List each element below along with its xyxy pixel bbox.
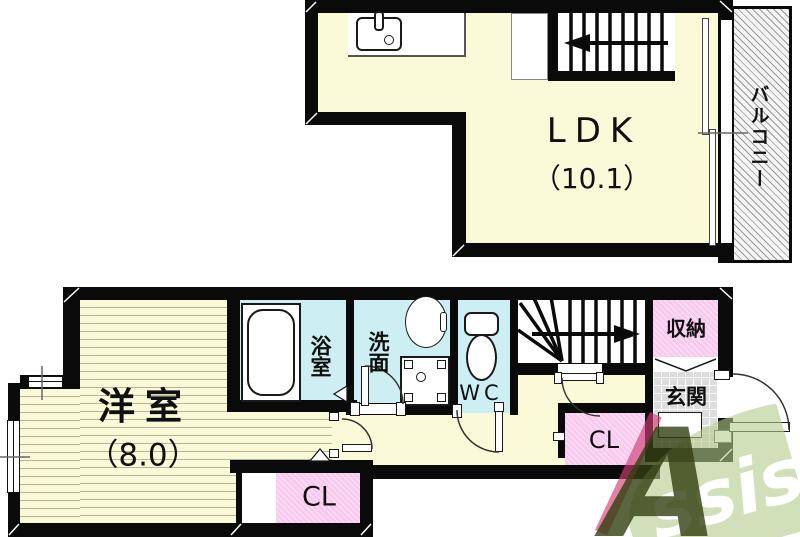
plan-detail — [396, 402, 406, 416]
plan-detail — [329, 412, 339, 421]
western-room — [20, 389, 80, 523]
plan-detail — [452, 404, 462, 418]
wall-segment — [230, 460, 373, 473]
ldk-size-label: （10.1） — [532, 162, 652, 195]
balcony-hatch — [732, 9, 789, 260]
stair-landing — [511, 13, 548, 80]
wall-segment — [305, 112, 466, 125]
storage-folding-door — [653, 357, 718, 372]
plan-detail — [553, 432, 565, 441]
western-room-door-leaf — [342, 444, 372, 452]
ldk-balcony-window — [702, 18, 709, 135]
western-room-size-label: （8.0） — [87, 437, 199, 474]
wash-basin-tap-icon — [440, 312, 447, 332]
western-room-main — [80, 300, 236, 523]
plan-detail — [357, 404, 399, 414]
plan-detail — [596, 372, 604, 384]
wall-segment — [645, 300, 653, 460]
kitchen-drain-icon — [384, 35, 394, 45]
front-door-leaf — [729, 422, 790, 432]
wall-segment — [236, 473, 242, 523]
wall-segment — [227, 300, 240, 412]
plan-detail — [350, 402, 360, 416]
western-room-extension — [236, 412, 332, 460]
wall-segment — [718, 243, 733, 263]
washroom-label: 洗面 — [366, 331, 390, 373]
staircase-upper — [558, 13, 675, 71]
plan-detail — [558, 364, 602, 374]
closet-bedroom-label: CL — [302, 481, 336, 513]
wall-segment — [548, 71, 675, 81]
wall-segment — [346, 300, 354, 404]
wall-segment — [230, 523, 373, 537]
wall-segment — [63, 287, 80, 388]
ldk-balcony-window2 — [709, 129, 716, 246]
wall-segment — [360, 460, 373, 537]
wall-segment — [558, 403, 565, 458]
window-left — [7, 420, 20, 493]
wall-segment — [305, 0, 318, 125]
ldk-label: LDK — [546, 111, 642, 151]
western-room-label: 洋室 — [98, 385, 192, 428]
wc-label: WC — [459, 381, 503, 405]
wall-segment — [227, 400, 357, 412]
storage-room — [653, 300, 718, 357]
plan-detail — [437, 360, 446, 369]
wall-segment — [558, 403, 648, 413]
stairs-door-leaf — [561, 373, 600, 381]
wall-segment — [510, 300, 518, 415]
plan-detail — [437, 393, 446, 402]
plan-detail — [329, 449, 339, 458]
entrance-label: 玄関 — [665, 385, 707, 409]
wall-segment — [63, 287, 733, 300]
wall-segment — [452, 243, 733, 257]
wall-segment — [452, 112, 466, 257]
balcony — [718, 6, 792, 263]
wc-door-leaf — [495, 410, 503, 452]
plan-detail — [416, 372, 426, 382]
plan-detail — [554, 372, 562, 384]
kitchen-faucet-icon — [374, 11, 384, 31]
ldk-main — [466, 112, 718, 243]
shoe-cabinet — [658, 412, 702, 438]
washing-machine — [400, 356, 450, 406]
window-top — [28, 376, 63, 388]
stairwell-lower — [518, 300, 645, 363]
toilet-bowl — [466, 334, 497, 381]
closet-bedroom — [276, 473, 360, 523]
closet-niche — [242, 473, 276, 523]
plan-detail — [714, 370, 730, 380]
bathroom-label: 浴室 — [308, 335, 332, 377]
wall-segment — [360, 465, 660, 479]
plan-detail — [404, 360, 413, 369]
wall-segment — [718, 0, 733, 20]
wall-segment — [548, 13, 558, 81]
wall-segment — [305, 0, 733, 13]
storage-label: 収納 — [666, 316, 706, 341]
wall-segment — [450, 300, 458, 415]
wall-segment — [8, 523, 238, 537]
plan-detail — [404, 393, 413, 402]
toilet-tank — [464, 312, 499, 336]
wall-segment — [718, 287, 733, 377]
closet-entrance-label: CL — [588, 426, 620, 454]
balcony-label: バルコニー — [747, 84, 770, 190]
bathtub — [247, 309, 295, 396]
